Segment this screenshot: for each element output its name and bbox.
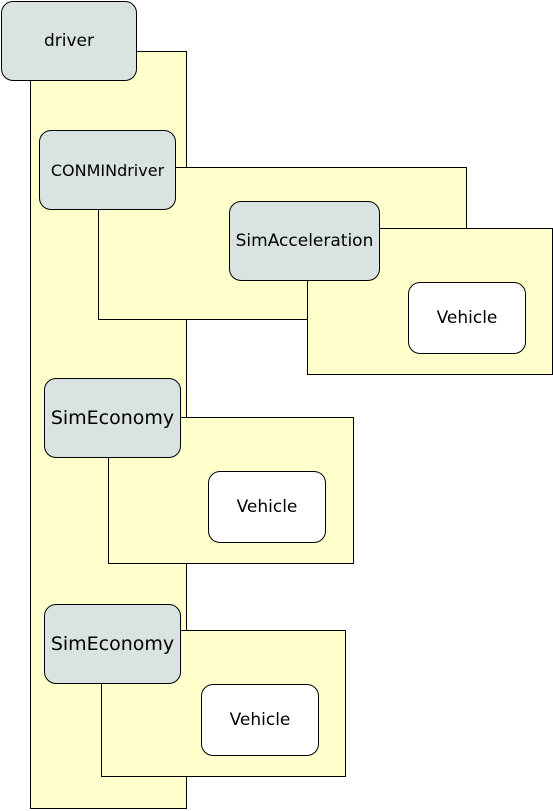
sim-economy-1-vehicle-label: Vehicle — [236, 497, 298, 517]
sim-economy-2-node-label: SimEconomy — [50, 633, 175, 655]
conmin-driver-node-label: CONMINdriver — [50, 160, 165, 180]
sim-economy-1-node[interactable]: SimEconomy — [44, 378, 181, 458]
sim-economy-1-node-label: SimEconomy — [50, 407, 175, 429]
sim-economy-2-node[interactable]: SimEconomy — [44, 604, 181, 684]
sim-acceleration-node[interactable]: SimAcceleration — [229, 201, 380, 281]
conmin-driver-node[interactable]: CONMINdriver — [39, 130, 176, 210]
sim-economy-1-vehicle-node[interactable]: Vehicle — [208, 471, 326, 543]
sim-acceleration-node-label: SimAcceleration — [235, 231, 374, 251]
sim-acceleration-vehicle-node[interactable]: Vehicle — [408, 282, 526, 354]
sim-economy-2-vehicle-label: Vehicle — [229, 710, 291, 730]
driver-node-label: driver — [43, 31, 94, 51]
sim-acceleration-vehicle-label: Vehicle — [436, 308, 498, 328]
sim-economy-2-vehicle-node[interactable]: Vehicle — [201, 684, 319, 756]
driver-node[interactable]: driver — [1, 1, 137, 81]
